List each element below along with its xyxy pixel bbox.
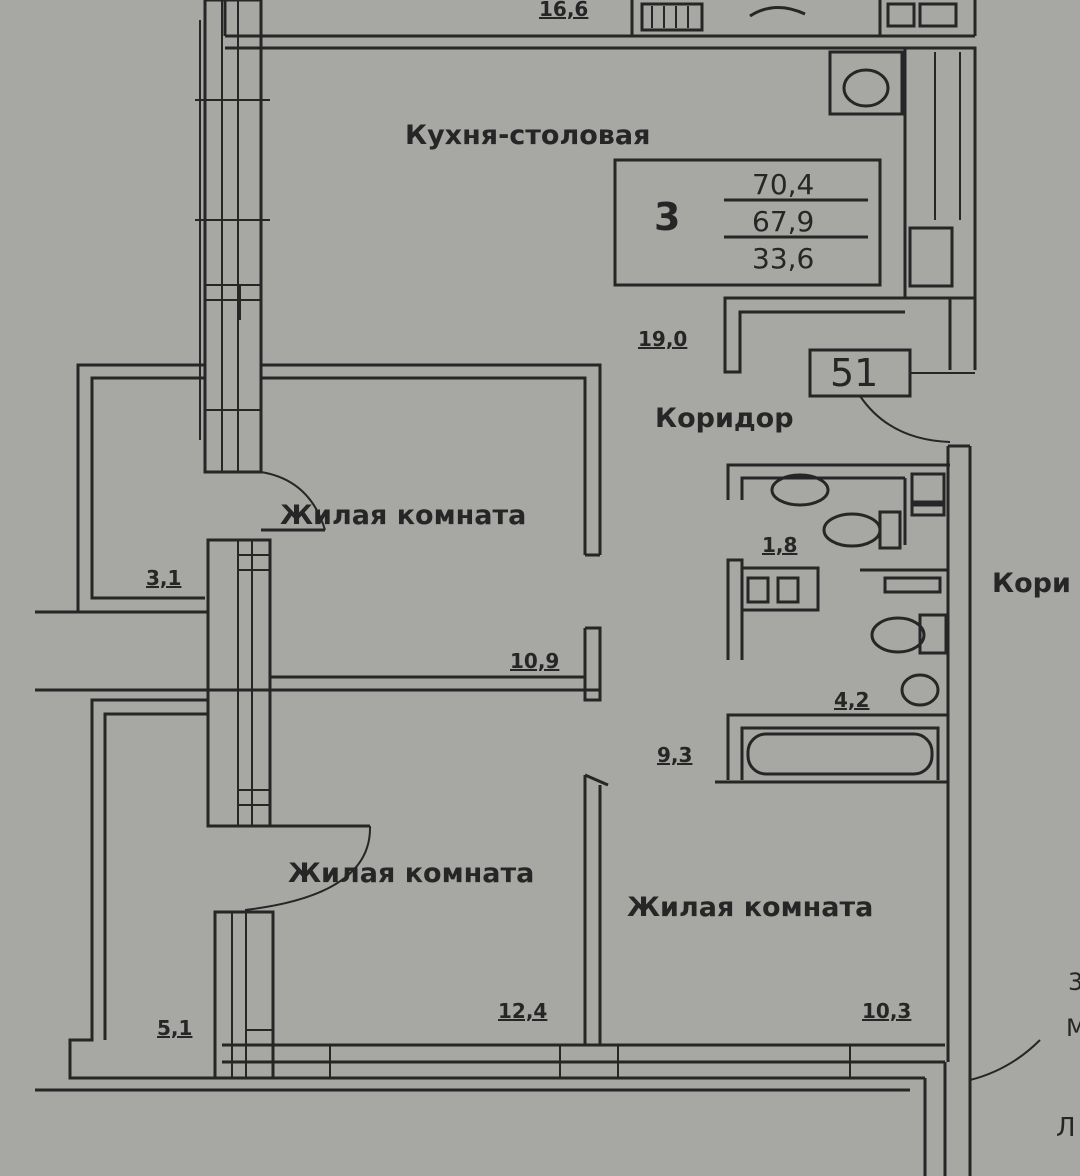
apartment-number: 51 bbox=[830, 351, 878, 395]
bedroom-top-walls bbox=[35, 363, 602, 828]
balcony-bottom-area: 5,1 bbox=[157, 1016, 192, 1040]
edge-fragment-3: Л bbox=[1056, 1113, 1076, 1143]
bathroom-block-walls bbox=[715, 444, 1041, 1176]
living-right-label: Жилая комната bbox=[627, 892, 873, 923]
apartment-area-box bbox=[613, 158, 882, 287]
corridor-right-label: Кори bbox=[992, 568, 1071, 599]
rooms-count: 3 bbox=[654, 195, 680, 239]
bathroom-area: 4,2 bbox=[834, 688, 869, 712]
area-excl-balcony: 67,9 bbox=[752, 205, 814, 238]
kitchen-right-wall bbox=[723, 46, 977, 374]
edge-fragment-1: 3 bbox=[1068, 968, 1080, 996]
neighbor-top-area: 16,6 bbox=[539, 0, 588, 21]
living-top-label: Жилая комната bbox=[280, 500, 526, 531]
living-middle-area: 12,4 bbox=[498, 999, 547, 1023]
kitchen-area: 19,0 bbox=[638, 327, 687, 351]
living-right-area: 10,3 bbox=[862, 999, 911, 1023]
balcony-top-area: 3,1 bbox=[146, 566, 181, 590]
living-area: 33,6 bbox=[752, 242, 814, 275]
living-middle-label: Жилая комната bbox=[288, 858, 534, 889]
wc-area: 1,8 bbox=[762, 533, 797, 557]
corridor-area: 9,3 bbox=[657, 743, 692, 767]
living-top-area: 10,9 bbox=[510, 649, 559, 673]
apartment-number-badge bbox=[808, 348, 975, 443]
kitchen-label: Кухня-столовая bbox=[405, 120, 650, 151]
walls bbox=[195, 0, 977, 474]
total-area: 70,4 bbox=[752, 168, 814, 201]
bottom-wall bbox=[35, 1043, 947, 1176]
edge-fragment-2: М bbox=[1066, 1014, 1080, 1042]
corridor-label: Коридор bbox=[655, 403, 794, 434]
